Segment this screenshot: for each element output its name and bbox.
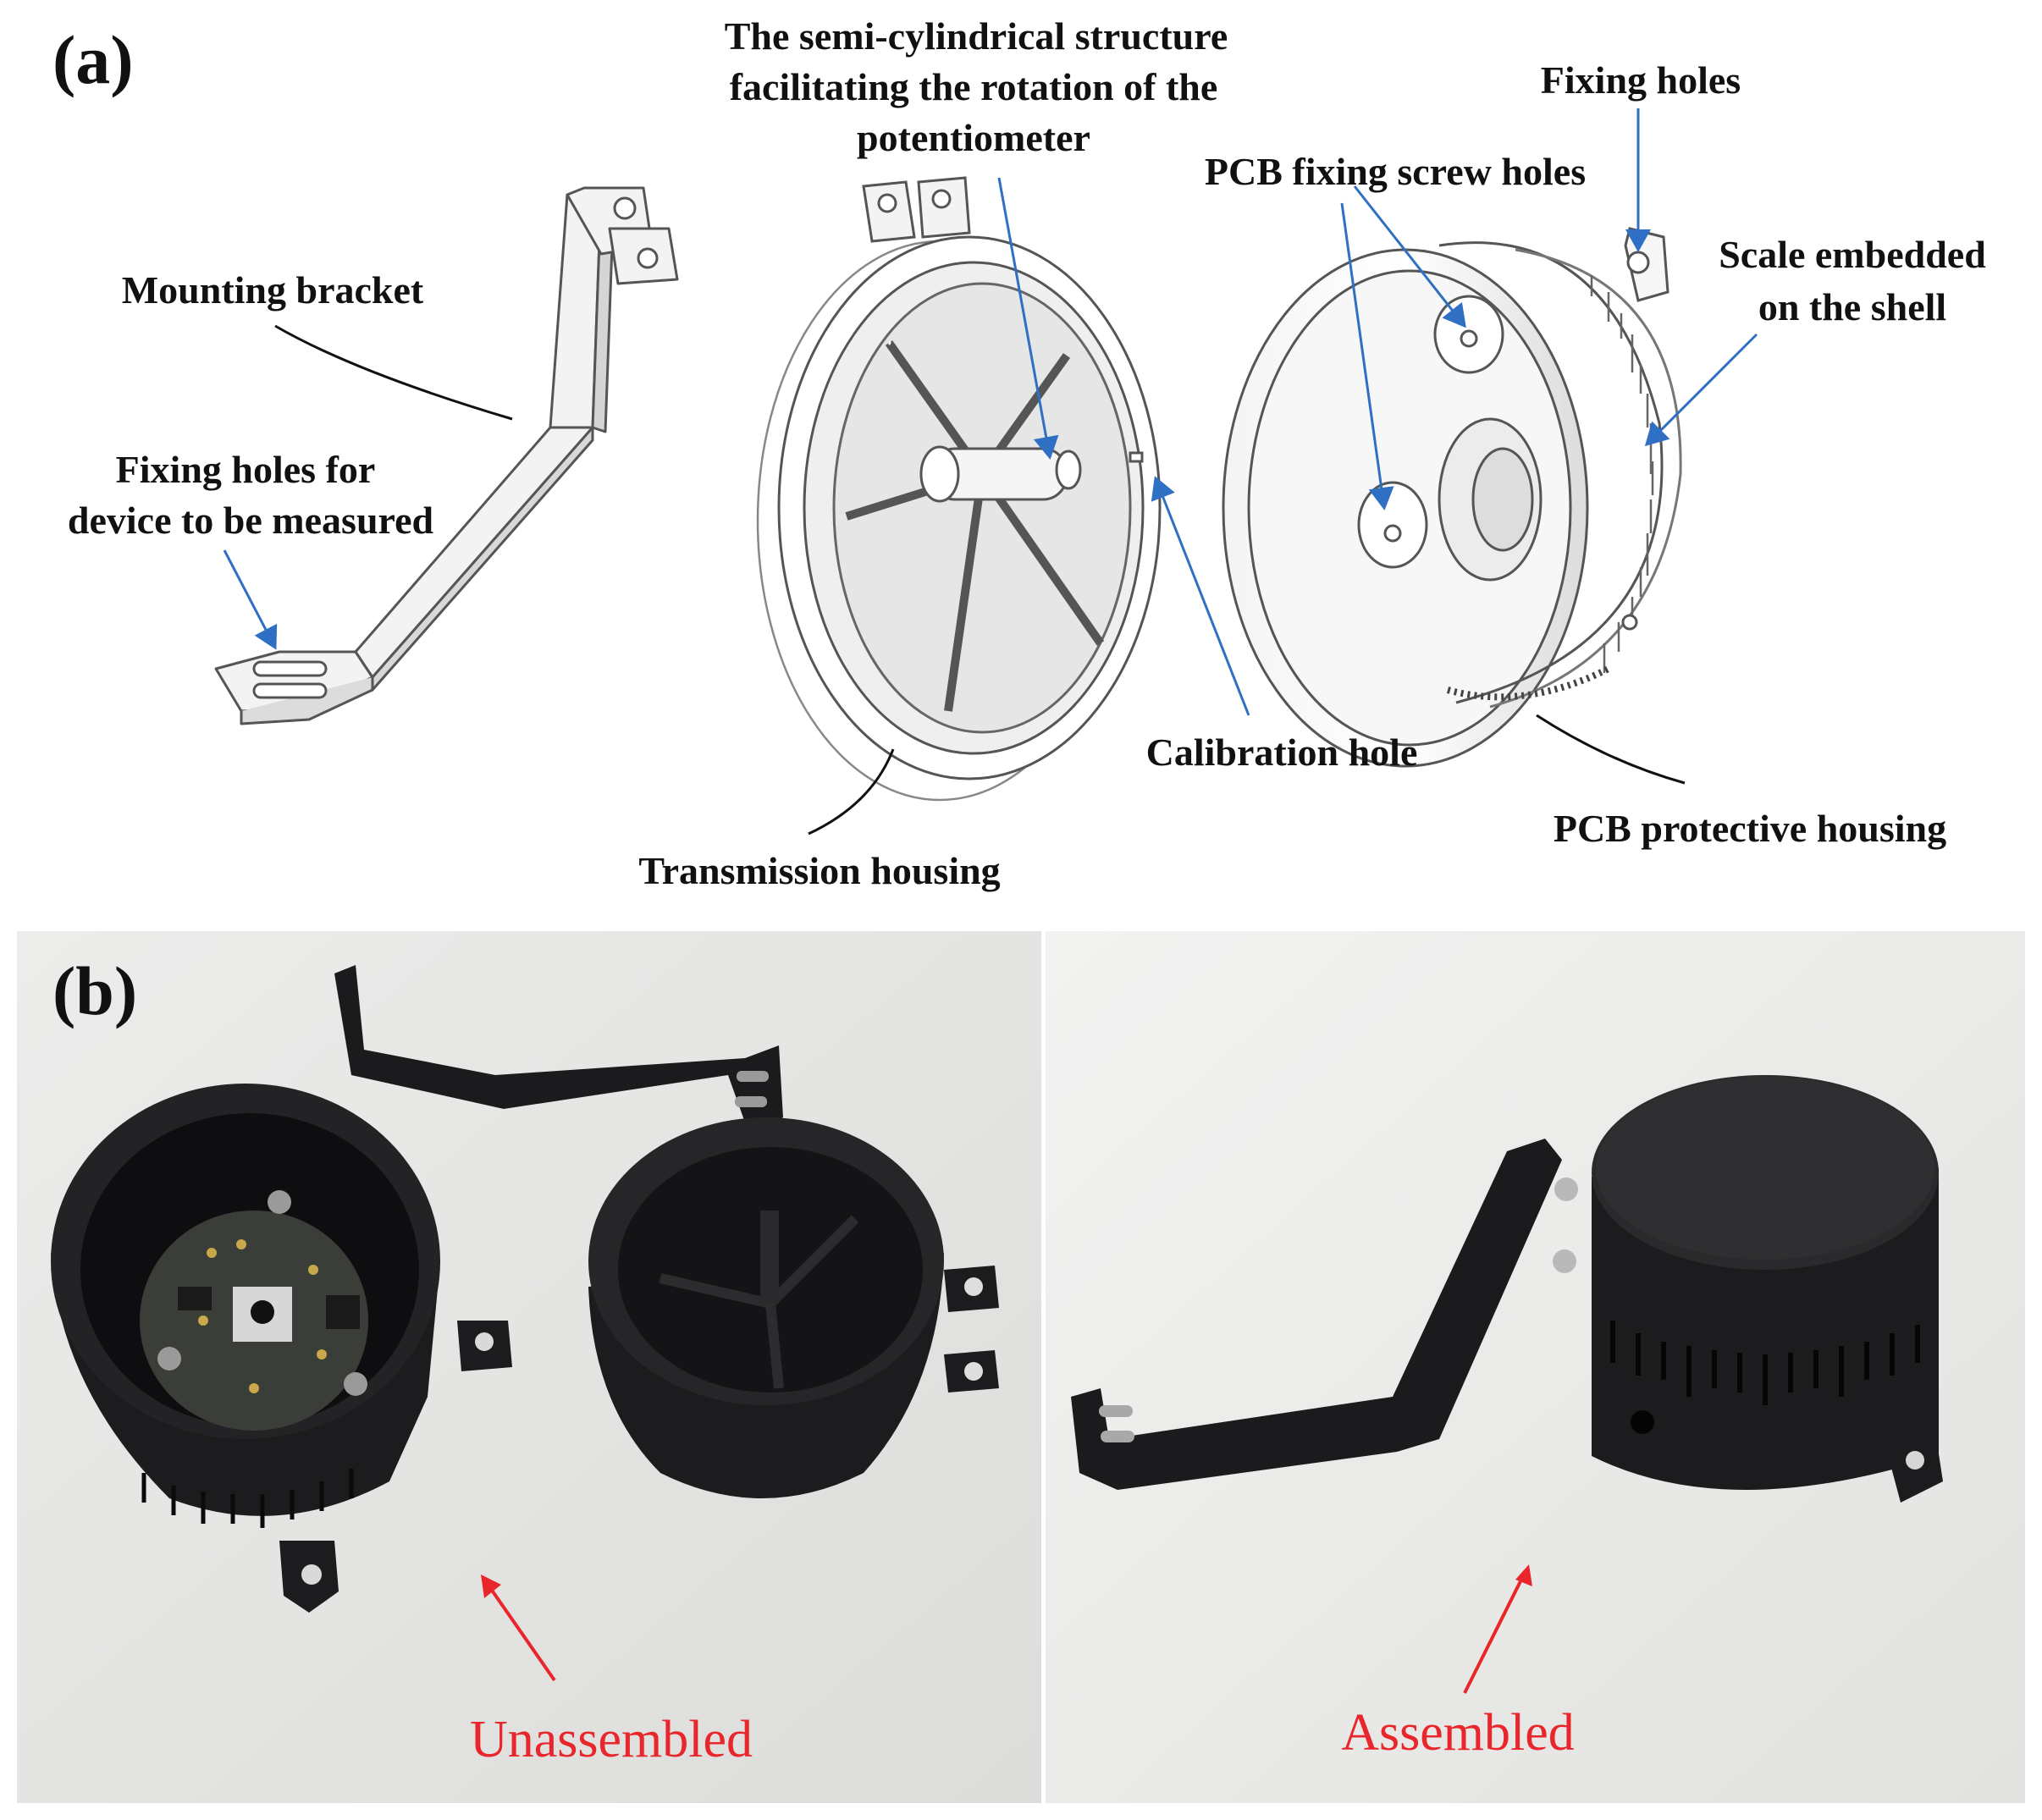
calibration-hole-label: Calibration hole [1145,731,1418,774]
calibration-arrow [1151,476,1250,716]
pcb-protective-housing-label: PCB protective housing [1553,807,1947,850]
semi-cylindrical-label-line-3: potentiometer [857,116,1090,159]
semi-cylindrical-label-line-1: The semi-cylindrical structure [724,14,1228,58]
fixing-holes-device-label-line-2: device to be measured [67,499,434,542]
scale-embedded-label-line-1: Scale embedded [1719,233,1986,276]
bracket-hole-arrow [223,549,278,650]
fixing-holes-device-label-line-1: Fixing holes for [115,448,376,491]
bracket-leader [274,324,513,421]
transmission-housing-drawing [756,176,1162,802]
scale-arrow [1644,333,1758,447]
fixing-holes-label: Fixing holes [1540,58,1741,102]
mounting-bracket-drawing [214,186,679,725]
panel-a-letter: (a) [52,21,134,98]
assembled-arrow [1463,1574,1526,1694]
transmission-housing-label: Transmission housing [638,849,1001,892]
unassembled-arrow [485,1581,556,1682]
pcb-fixing-screw-holes-label: PCB fixing screw holes [1204,150,1587,193]
pcb-housing-leader [1536,714,1686,785]
transmission-leader [808,748,895,836]
photo-unassembled [17,931,1041,1803]
leader-lines [223,108,1758,836]
unassembled-label: Unassembled [469,1711,753,1768]
panel-b-letter: (b) [52,952,138,1029]
pcb-screw-arrow-1 [1353,185,1466,328]
scale-embedded-label-line-2: on the shell [1758,285,1947,328]
photo-assembled [1046,931,2025,1803]
mounting-bracket-label: Mounting bracket [121,268,424,312]
assembled-label: Assembled [1341,1704,1575,1762]
semi-cylindrical-label-line-2: facilitating the rotation of the [729,65,1218,108]
semi-cyl-arrow [997,177,1059,460]
pcb-housing-drawing [1222,227,1682,768]
pcb-screw-arrow-2 [1340,202,1394,510]
